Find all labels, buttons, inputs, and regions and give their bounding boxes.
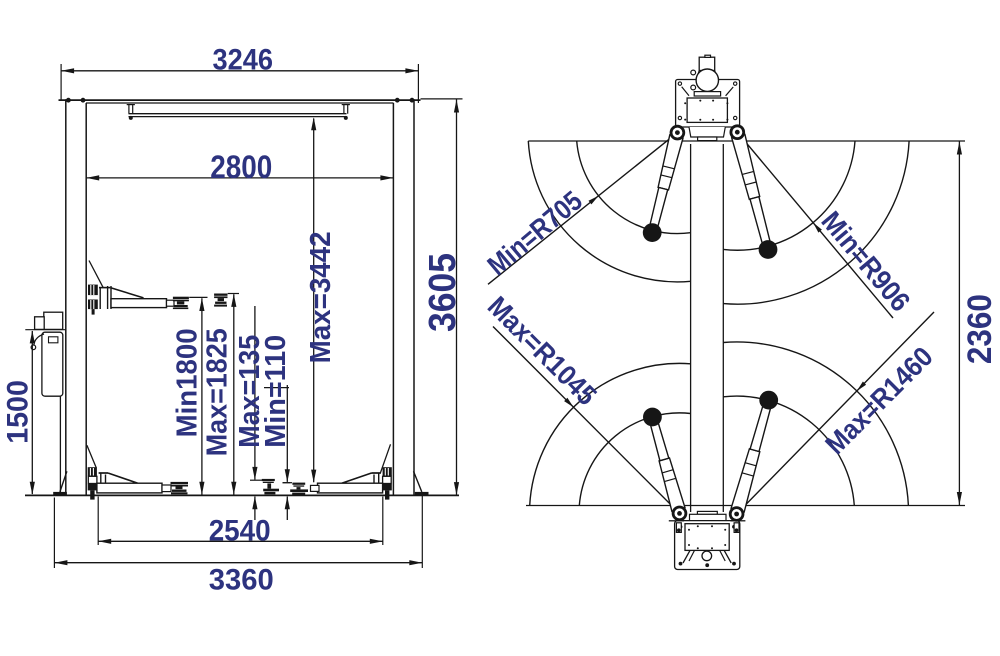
svg-text:3605: 3605 (422, 253, 464, 332)
svg-text:Max=1825: Max=1825 (202, 328, 234, 456)
svg-text:Min=110: Min=110 (260, 335, 292, 448)
svg-text:Max=135: Max=135 (234, 335, 266, 448)
svg-text:3246: 3246 (213, 44, 274, 77)
svg-text:3360: 3360 (209, 564, 274, 597)
svg-text:Max=3442: Max=3442 (305, 231, 337, 363)
svg-text:2540: 2540 (209, 515, 271, 548)
svg-text:1500: 1500 (2, 380, 35, 444)
svg-text:Min1800: Min1800 (172, 328, 204, 437)
svg-text:2800: 2800 (210, 149, 272, 185)
svg-text:2360: 2360 (961, 294, 999, 364)
